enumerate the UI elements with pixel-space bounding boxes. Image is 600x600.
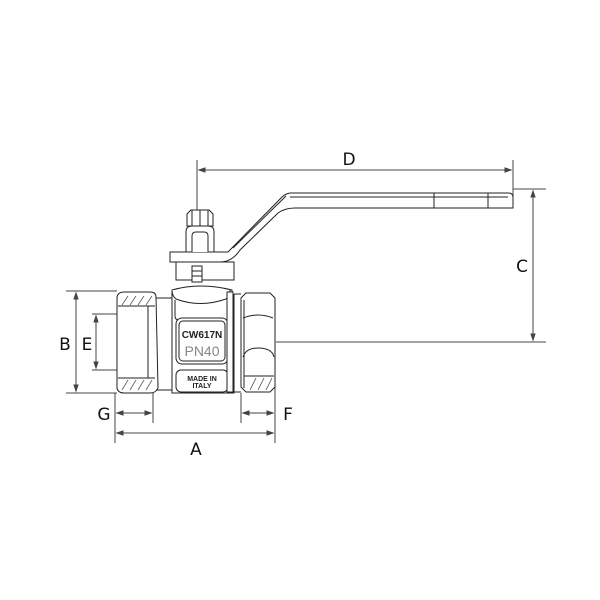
marking-origin-line1: MADE IN [187, 376, 217, 383]
label-g: G [97, 405, 110, 425]
marking-material: CW617N [182, 330, 223, 341]
label-a: A [190, 440, 202, 460]
lever-handle [169, 192, 514, 263]
left-port [116, 291, 172, 394]
label-b: B [59, 335, 71, 355]
right-hex-port [240, 292, 276, 393]
dimension-g [114, 393, 154, 443]
dimension-d [196, 160, 514, 262]
marking-origin-line2: ITALY [192, 383, 211, 390]
dimension-a [115, 430, 275, 436]
label-e: E [82, 335, 93, 355]
label-c: C [516, 257, 528, 277]
dimension-c [276, 188, 546, 343]
right-port-hatching [249, 377, 273, 391]
stem-nut [185, 209, 215, 253]
valve-body [171, 285, 241, 394]
label-d: D [342, 150, 355, 170]
valve-stem [175, 261, 235, 283]
left-port-hatching [121, 295, 153, 391]
label-f: F [283, 405, 293, 425]
marking-pressure: PN40 [184, 343, 219, 359]
dimension-b [66, 290, 117, 394]
dimension-e [92, 313, 120, 371]
